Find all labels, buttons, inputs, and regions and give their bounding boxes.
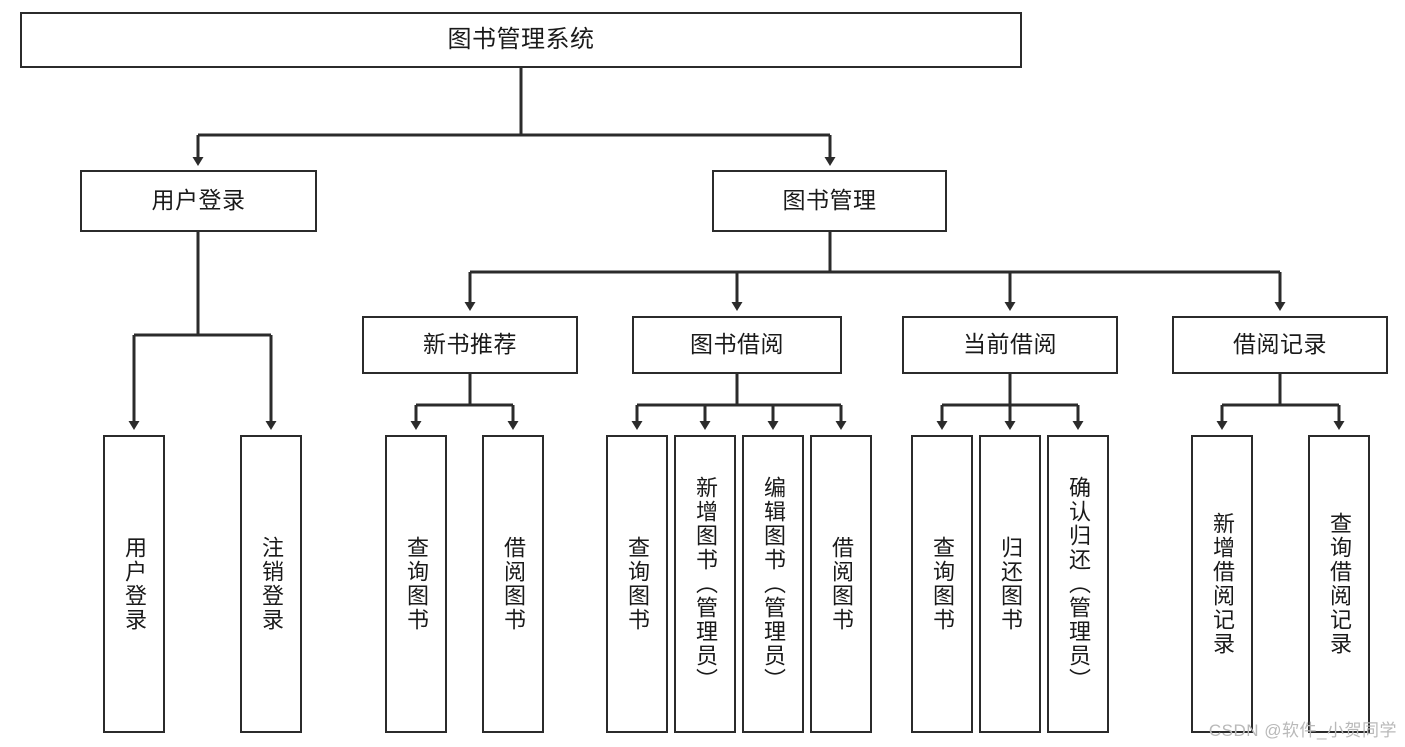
node-user-login[interactable]: 用户登录: [80, 170, 317, 232]
node-label: 借阅图书: [828, 536, 854, 632]
node-label: 图书管理: [782, 187, 877, 214]
node-book-borrow[interactable]: 图书借阅: [632, 316, 842, 374]
node-borrow-record[interactable]: 借阅记录: [1172, 316, 1388, 374]
node-book-management-system[interactable]: 图书管理系统: [20, 12, 1022, 68]
node-label: 新书推荐: [423, 331, 517, 358]
node-leaf-query-borrow-record[interactable]: 查询借阅记录: [1308, 435, 1370, 733]
node-label: 图书借阅: [690, 331, 784, 358]
node-leaf-confirm-return-admin[interactable]: 确认归还（管理员）: [1047, 435, 1109, 733]
node-label: 借阅图书: [500, 536, 526, 632]
node-label: 用户登录: [151, 187, 246, 214]
node-new-book-recommend[interactable]: 新书推荐: [362, 316, 578, 374]
node-label: 图书管理系统: [447, 25, 595, 53]
node-label: 新增借阅记录: [1209, 512, 1235, 656]
node-label: 借阅记录: [1233, 331, 1327, 358]
node-label: 查询图书: [624, 536, 650, 632]
node-label: 归还图书: [997, 536, 1023, 632]
node-label: 查询借阅记录: [1326, 512, 1352, 656]
node-label: 新增图书（管理员）: [692, 476, 718, 692]
node-leaf-query-book-3[interactable]: 查询图书: [911, 435, 973, 733]
node-leaf-edit-book-admin[interactable]: 编辑图书（管理员）: [742, 435, 804, 733]
node-leaf-return-book[interactable]: 归还图书: [979, 435, 1041, 733]
node-leaf-add-book-admin[interactable]: 新增图书（管理员）: [674, 435, 736, 733]
node-label: 确认归还（管理员）: [1065, 476, 1091, 692]
watermark: CSDN @软件_小贺同学: [1208, 721, 1397, 740]
node-leaf-query-book-1[interactable]: 查询图书: [385, 435, 447, 733]
node-leaf-query-book-2[interactable]: 查询图书: [606, 435, 668, 733]
node-label: 编辑图书（管理员）: [760, 476, 786, 692]
node-current-borrow[interactable]: 当前借阅: [902, 316, 1118, 374]
node-leaf-user-login[interactable]: 用户登录: [103, 435, 165, 733]
node-leaf-borrow-book-2[interactable]: 借阅图书: [810, 435, 872, 733]
node-label: 用户登录: [121, 536, 147, 632]
node-leaf-logout-login[interactable]: 注销登录: [240, 435, 302, 733]
node-leaf-borrow-book-1[interactable]: 借阅图书: [482, 435, 544, 733]
node-leaf-add-borrow-record[interactable]: 新增借阅记录: [1191, 435, 1253, 733]
node-book-manage[interactable]: 图书管理: [712, 170, 947, 232]
node-label: 注销登录: [258, 536, 284, 632]
node-label: 当前借阅: [963, 331, 1057, 358]
node-label: 查询图书: [929, 536, 955, 632]
node-label: 查询图书: [403, 536, 429, 632]
